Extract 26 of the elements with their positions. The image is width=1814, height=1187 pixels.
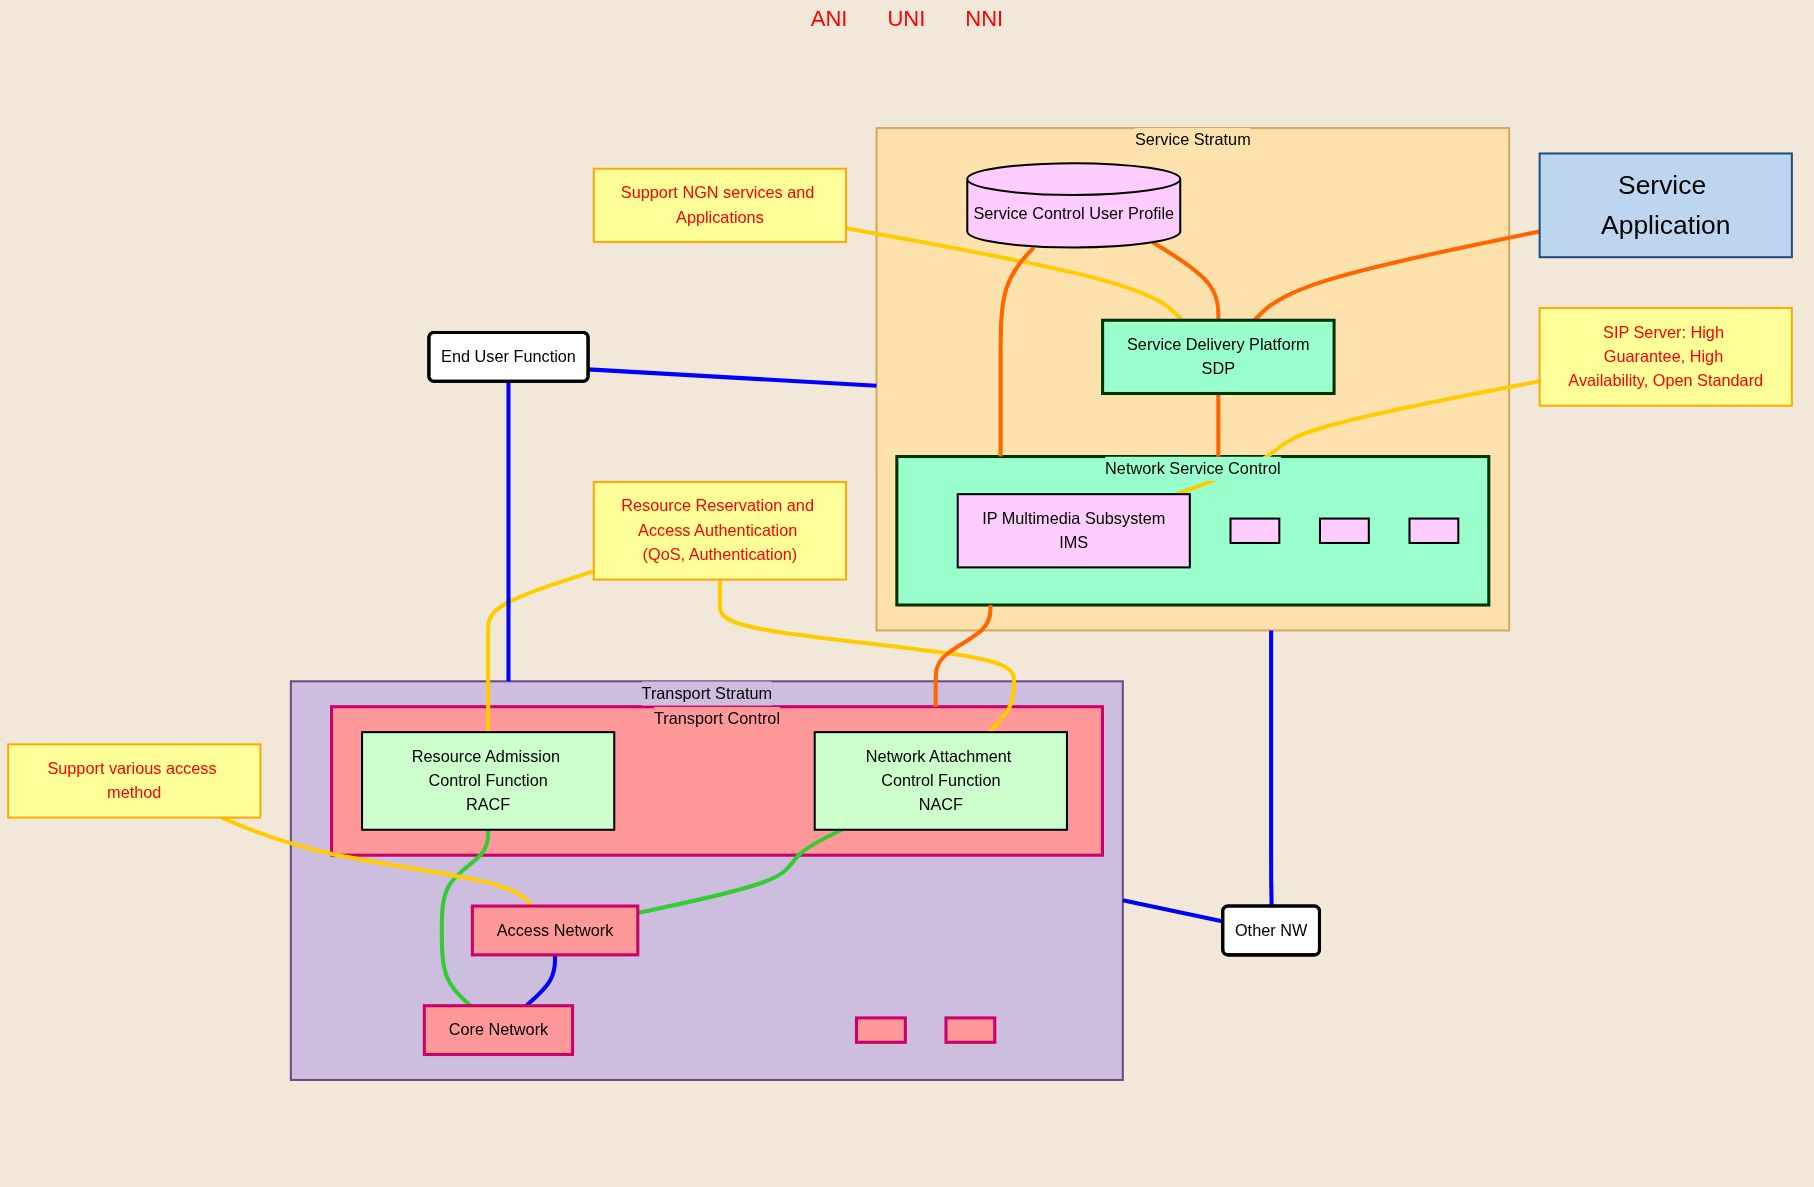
- node-box: IP Multimedia Subsystem IMS: [956, 493, 1191, 569]
- node-box: [1229, 517, 1281, 544]
- connector: [1269, 630, 1274, 907]
- connector: [1151, 240, 1221, 321]
- node-box: Resource Admission Control Function RACF: [361, 731, 616, 831]
- node-box: Support various access method: [7, 743, 262, 819]
- connector: [506, 381, 511, 682]
- node-box: Resource Reservation and Access Authentication (QoS, Authentication): [592, 480, 847, 581]
- interface-label: ANI: [810, 6, 848, 28]
- node-box: Network Attachment Control Function NACF: [813, 731, 1068, 831]
- node-box: [1408, 517, 1460, 544]
- node-box: [1318, 517, 1370, 544]
- connector: [933, 605, 993, 707]
- connector: [998, 246, 1036, 457]
- node-box: Support NGN services and Applications: [592, 167, 847, 243]
- node-box: Core Network: [422, 1004, 575, 1057]
- node-box: Service Application: [1538, 152, 1793, 259]
- connector: [1216, 393, 1221, 457]
- node-box: Service Delivery Platform SDP: [1101, 318, 1336, 395]
- node-box: [854, 1016, 907, 1044]
- node-box: Access Network: [470, 904, 640, 957]
- interface-label: NNI: [965, 6, 1004, 28]
- node-box: [944, 1016, 997, 1044]
- node-box: SIP Server: High Guarantee, High Availability, Open Standard: [1538, 307, 1793, 407]
- connector: [1122, 898, 1224, 924]
- interface-label: UNI: [887, 6, 926, 28]
